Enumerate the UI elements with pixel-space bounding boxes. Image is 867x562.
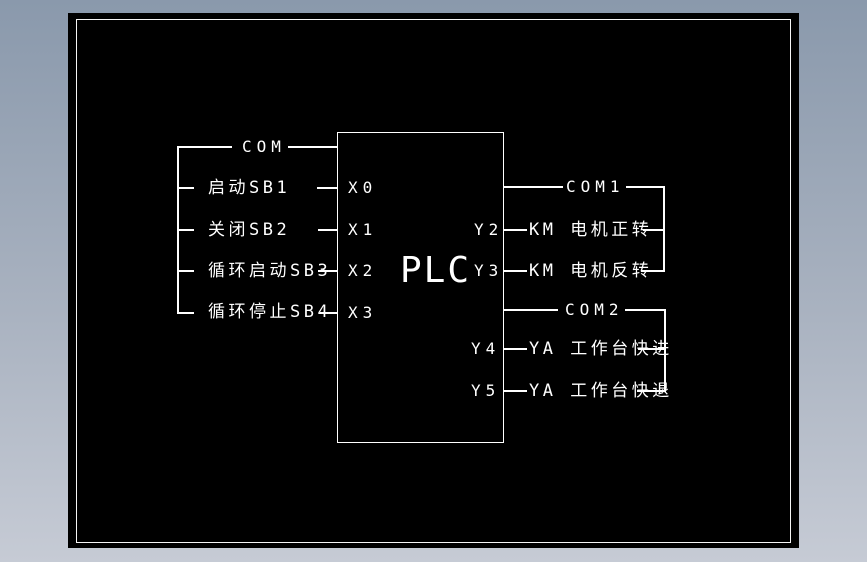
- wire: [282, 146, 338, 148]
- wire: [177, 146, 232, 148]
- wire: [613, 309, 666, 311]
- wire: [503, 229, 527, 231]
- wire: [503, 186, 563, 188]
- drawing-border: [76, 19, 791, 543]
- wire: [318, 229, 339, 231]
- plc-label: PLC: [400, 250, 472, 291]
- wire: [320, 312, 339, 314]
- output-label-motor-reverse: KM 电机反转: [529, 261, 653, 281]
- input-label-sb1: 启动SB1: [208, 178, 291, 198]
- output-label-table-fast-forward: YA 工作台快进: [529, 339, 673, 359]
- output-label-table-fast-retreat: YA 工作台快退: [529, 381, 673, 401]
- terminal-x0: X0: [348, 178, 378, 197]
- wire: [503, 348, 527, 350]
- wire: [318, 270, 339, 272]
- input-label-sb4: 循环停止SB4: [208, 302, 332, 322]
- wire: [177, 187, 194, 189]
- wire: [177, 229, 194, 231]
- wire-output-bus-1: [663, 186, 665, 271]
- output-group2-com-label: COM2: [564, 300, 625, 319]
- wire-output-bus-2: [664, 309, 666, 391]
- terminal-y5: Y5: [471, 381, 501, 400]
- output-label-motor-forward: KM 电机正转: [529, 220, 653, 240]
- wire: [643, 229, 665, 231]
- wire: [177, 312, 194, 314]
- input-label-sb3: 循环启动SB3: [208, 261, 332, 281]
- wire: [503, 390, 527, 392]
- terminal-y2: Y2: [474, 220, 504, 239]
- terminal-x3: X3: [348, 303, 378, 322]
- wire: [177, 270, 194, 272]
- plc-box: [337, 132, 504, 443]
- wire: [638, 348, 666, 350]
- terminal-x1: X1: [348, 220, 378, 239]
- wire: [641, 270, 665, 272]
- wire: [503, 270, 527, 272]
- terminal-y3: Y3: [474, 261, 504, 280]
- input-label-sb2: 关闭SB2: [208, 220, 291, 240]
- terminal-x2: X2: [348, 261, 378, 280]
- input-com-label: COM: [240, 137, 288, 156]
- terminal-y4: Y4: [471, 339, 501, 358]
- wire: [612, 186, 665, 188]
- wire: [637, 390, 666, 392]
- wire: [503, 309, 558, 311]
- wire: [317, 187, 339, 189]
- output-group1-com-label: COM1: [565, 177, 626, 196]
